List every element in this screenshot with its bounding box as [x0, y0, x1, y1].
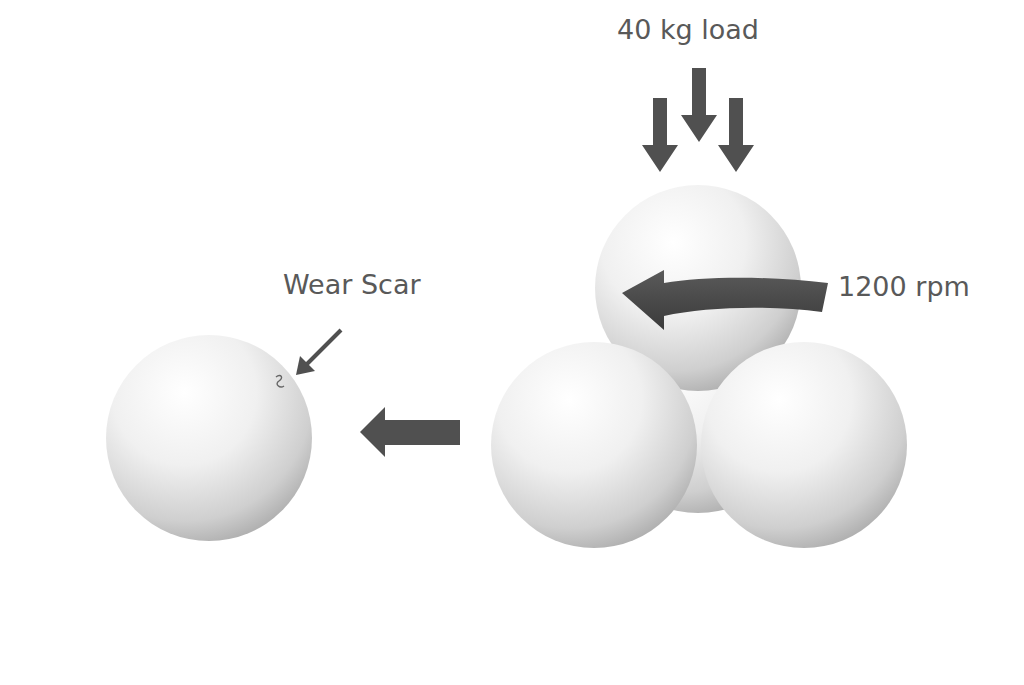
tested-ball: [106, 335, 312, 541]
rotation-arrow: [622, 270, 828, 330]
load-label: 40 kg load: [617, 14, 759, 46]
bottom-ball: [701, 342, 907, 548]
load-arrow: [642, 98, 678, 172]
removal-arrow: [360, 407, 460, 457]
wear-scar-label: Wear Scar: [283, 269, 421, 301]
leader-head: [296, 356, 315, 375]
speed-label: 1200 rpm: [838, 271, 970, 303]
wear-scar-mark: [276, 376, 284, 387]
load-arrow: [718, 98, 754, 172]
load-arrow: [681, 68, 717, 142]
leader-line: [306, 330, 341, 365]
bottom-ball: [491, 342, 697, 548]
